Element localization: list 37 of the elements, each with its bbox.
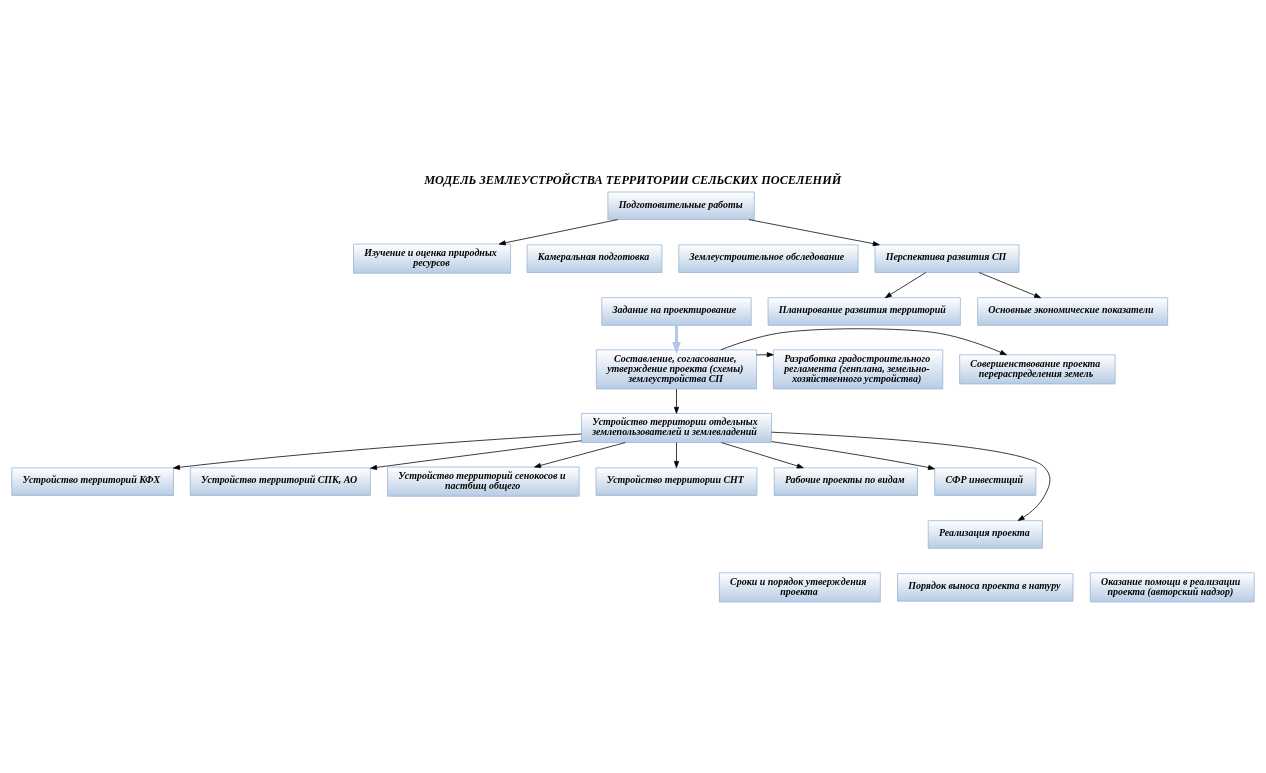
arrow — [498, 218, 618, 245]
node-box: СФР инвестиций — [934, 466, 1037, 496]
node-box: Разработка градостроительного регламента (генплана, земельно-хозяйственного устройства) — [773, 348, 944, 389]
arrow — [721, 441, 804, 468]
node-box: Устройство территории отдельных землепользователей и землевладений — [581, 412, 772, 443]
arrow — [884, 271, 927, 298]
node-box: Задание на проектирование — [601, 296, 752, 326]
node-box: Землеустроительное обследование — [678, 243, 859, 273]
node-box: Рабочие проекты по видам — [773, 466, 918, 496]
node-box: Устройство территорий КФХ — [11, 466, 174, 496]
node-box: Подготовительные работы — [607, 191, 755, 220]
node-box: Устройство территории СНТ — [595, 466, 758, 496]
arrow — [720, 327, 1007, 355]
arrow — [672, 324, 681, 354]
arrow — [771, 440, 935, 470]
node-box: Совершенствование проекта перераспределения земель — [959, 353, 1116, 384]
arrow — [370, 439, 582, 470]
node-box: Устройство территорий СПК, АО — [189, 466, 371, 496]
node-box: Реализация проекта — [927, 519, 1043, 549]
node-box: Изучение и оценка природных ресурсов — [353, 243, 511, 274]
arrow — [756, 351, 774, 357]
arrow — [673, 388, 679, 414]
arrow — [748, 218, 880, 246]
arrow — [978, 271, 1042, 298]
node-box: Перспектива развития СП — [874, 243, 1020, 273]
node-box: Устройство территорий сенокосов и пастбищ общего — [387, 466, 580, 497]
node-box: Планирование развития территорий — [767, 296, 961, 326]
node-box: Порядок выноса проекта в натуру — [897, 572, 1074, 602]
arrow — [673, 441, 679, 468]
node-box: Камеральная подготовка — [526, 243, 663, 273]
node-box: Оказание помощи в реализации проекта (авторский надзор) — [1089, 571, 1255, 602]
arrow — [173, 433, 582, 470]
diagram-title: МОДЕЛЬ ЗЕМЛЕУСТРОЙСТВА ТЕРРИТОРИИ СЕЛЬСКИХ ПОСЕЛЕНИЙ — [424, 172, 842, 187]
node-box: Сроки и порядок утверждения проекта — [719, 571, 881, 602]
node-box: Составление, согласование, утверждение проекта (схемы) землеустройства СП — [596, 348, 757, 389]
node-box: Основные экономические показатели — [977, 296, 1169, 326]
arrow — [534, 441, 626, 468]
